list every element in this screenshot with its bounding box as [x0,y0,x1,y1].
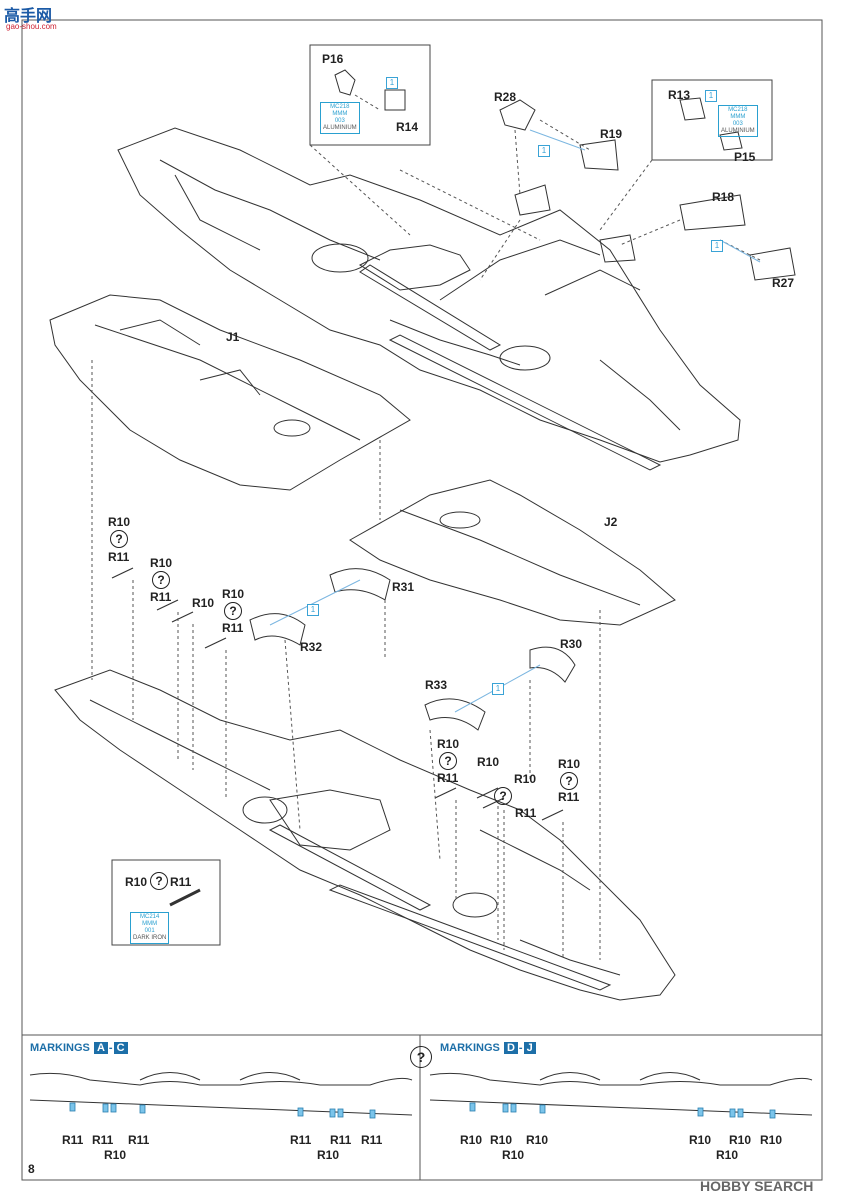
mk-right-label: R10 [490,1133,513,1147]
mk-left-label: R11 [330,1133,352,1147]
pin-label-r10: R10 [477,755,500,769]
mk-right-label: R10 [689,1133,712,1147]
option-marker: ? [494,787,512,805]
mk-left-label: R11 [92,1133,114,1147]
label-p15: P15 [734,150,756,164]
mk-right-label: R10 [716,1148,739,1162]
pin-label-r10: R10 [150,556,173,570]
label-p16: P16 [322,52,344,66]
pin-label-r11: R11 [515,806,537,820]
label-r19: R19 [600,127,623,141]
mk-left-label: R11 [290,1133,312,1147]
mk-left-label: R11 [361,1133,383,1147]
mk-right-label: R10 [526,1133,549,1147]
option-marker: ? [152,571,170,589]
option-marker: ? [150,872,168,890]
site-logo: 高手网 [4,8,53,25]
pin-label-r11: R11 [222,621,244,635]
markings-header-right: MARKINGS D-J [440,1042,537,1054]
label-r31: R31 [392,580,415,594]
pin-label-r10: R10 [514,772,537,786]
step-marker: 1 [492,683,504,695]
label-r30: R30 [560,637,583,651]
pin-label-r10: R10 [108,515,131,529]
pin-label-r11: R11 [108,550,130,564]
pin-label-r11: R11 [150,590,172,604]
markings-option-marker: ? [410,1046,432,1068]
inset-label-r10: R10 [125,875,148,889]
page-number: 8 [28,1162,35,1176]
pin-label-r10: R10 [558,757,581,771]
mk-left-label: R11 [128,1133,150,1147]
option-marker: ? [439,752,457,770]
step-marker: 1 [307,604,319,616]
pin-label-r10: R10 [437,737,460,751]
pin-label-r11: R11 [558,790,580,804]
mk-right-label: R10 [729,1133,752,1147]
inset-label-r11: R11 [170,875,192,889]
mk-left-label: R10 [317,1148,340,1162]
label-r13: R13 [668,88,691,102]
label-j2: J2 [604,515,618,529]
label-j1: J1 [226,330,240,344]
mk-right-label: R10 [460,1133,483,1147]
label-r28: R28 [494,90,517,104]
mk-left-label: R10 [104,1148,127,1162]
pin-label-r10: R10 [192,596,215,610]
site-domain: gao-shou.com [6,22,57,31]
option-marker: ? [224,602,242,620]
step-marker: 1 [711,240,723,252]
mk-left-label: R11 [62,1133,84,1147]
mk-right-label: R10 [502,1148,525,1162]
label-r33: R33 [425,678,448,692]
step-marker: 1 [705,90,717,102]
label-r14: R14 [396,120,419,134]
step-marker: 1 [538,145,550,157]
label-r27: R27 [772,276,795,290]
option-marker: ? [560,772,578,790]
option-marker: ? [110,530,128,548]
step-marker: 1 [386,77,398,89]
pin-label-r11: R11 [437,771,459,785]
label-r18: R18 [712,190,735,204]
label-r32: R32 [300,640,323,654]
mk-right-label: R10 [760,1133,783,1147]
markings-header-left: MARKINGS A-C [30,1042,129,1054]
pin-label-r10: R10 [222,587,245,601]
watermark-hobby-search: HOBBY SEARCH [700,1178,814,1194]
